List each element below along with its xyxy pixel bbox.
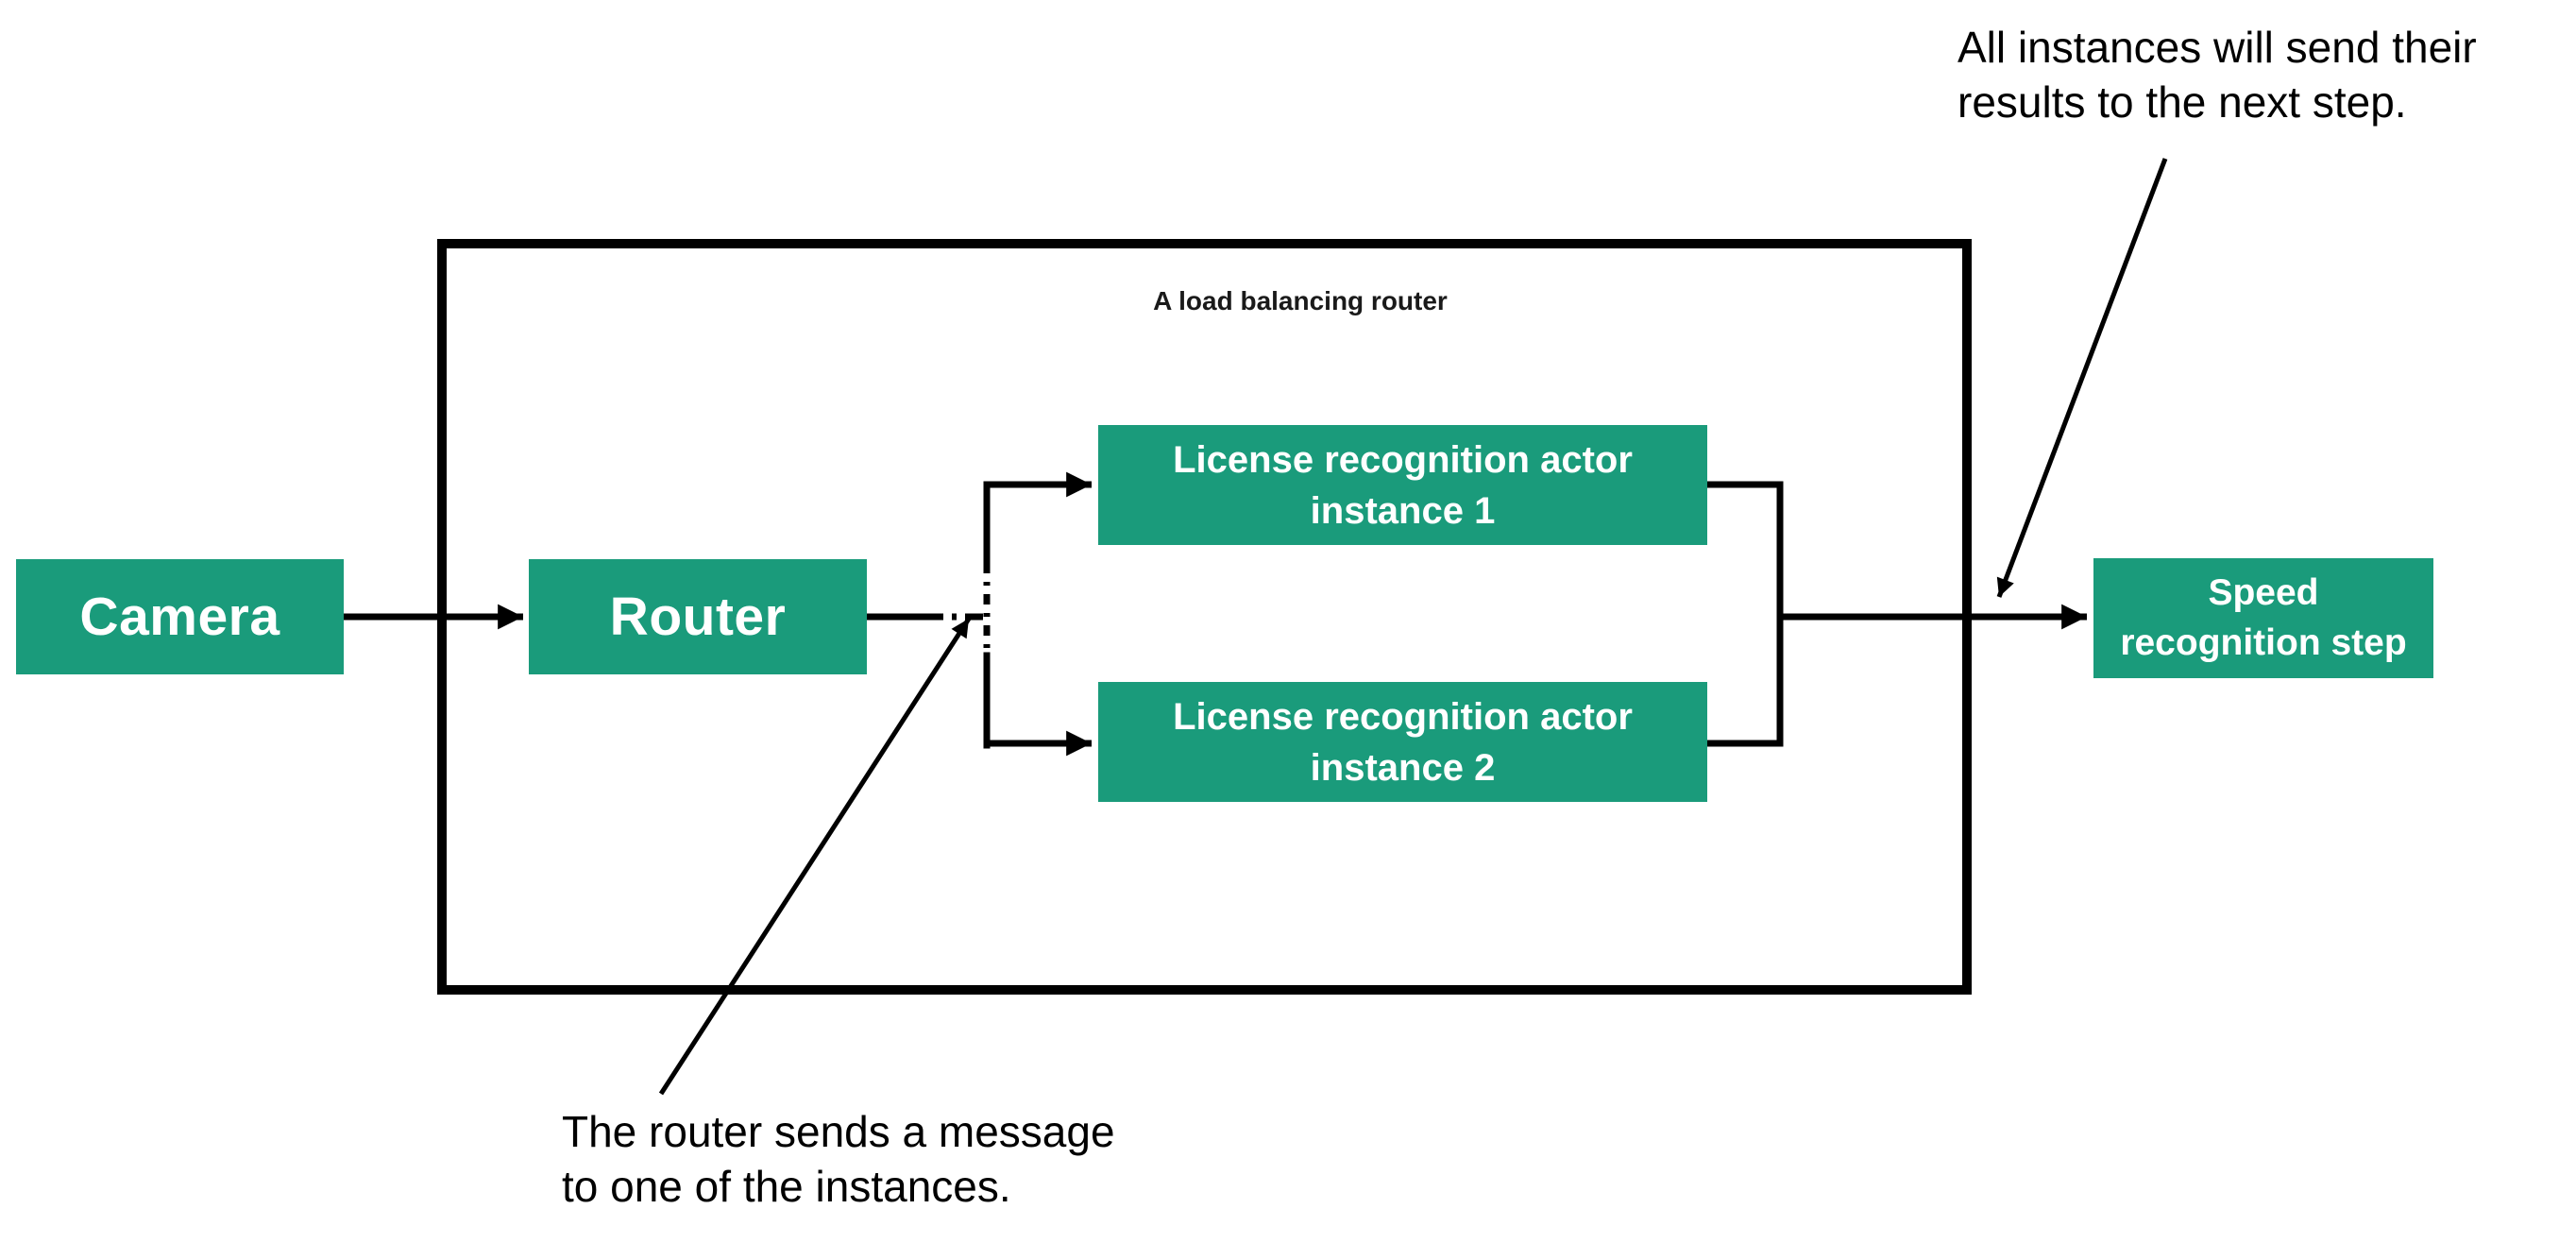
node-speed-recognition-step: Speed recognition step bbox=[2093, 558, 2433, 678]
annotation-router-sends-message: The router sends a message to one of the… bbox=[562, 1107, 1115, 1211]
node-license-instance-1: License recognition actor instance 1 bbox=[1098, 425, 1707, 545]
node-router: Router bbox=[529, 559, 867, 674]
annotation-arrow-results bbox=[1996, 158, 2168, 598]
node-license-instance-2: License recognition actor instance 2 bbox=[1098, 682, 1707, 802]
annotation-all-instances: All instances will send their results to… bbox=[1957, 23, 2477, 127]
container-title: A load balancing router bbox=[1153, 286, 1448, 315]
instance-outputs-merge-line bbox=[1707, 481, 1784, 747]
annotation-arrow-router-message bbox=[658, 617, 972, 1096]
node-camera: Camera bbox=[16, 559, 344, 674]
